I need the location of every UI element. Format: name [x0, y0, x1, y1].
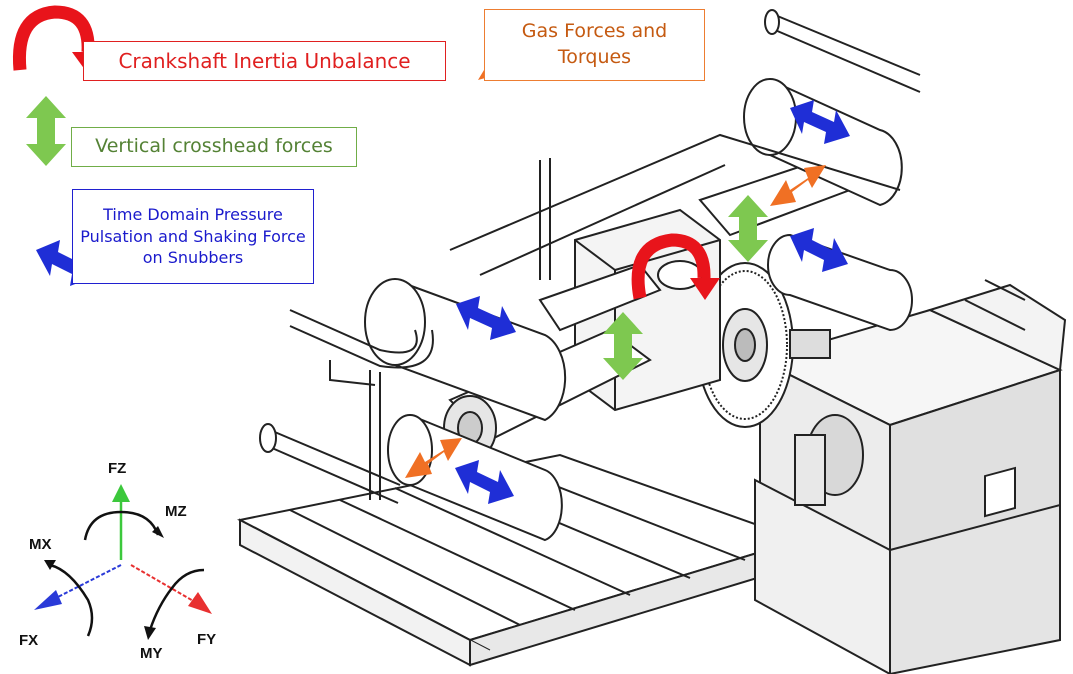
legend-gas-forces-text: Gas Forces and Torques: [521, 20, 668, 68]
pulsation-arrow-4: [455, 460, 514, 504]
pulsation-arrow-2: [790, 100, 850, 144]
legend-vertical-crosshead-text: Vertical crosshead forces: [95, 135, 333, 158]
vertical-crosshead-arrow-2: [728, 195, 768, 262]
axis-label-mx: MX: [29, 536, 52, 553]
axis-label-fy: FY: [197, 631, 217, 648]
legend-crankshaft-text: Crankshaft Inertia Unbalance: [118, 48, 411, 73]
legend-gas-forces: Gas Forces and Torques: [484, 9, 705, 81]
coordinate-triad: [34, 484, 212, 640]
gas-forces-arrow-1: [770, 165, 826, 206]
legend-crankshaft: Crankshaft Inertia Unbalance: [83, 41, 446, 81]
axis-label-fx: FX: [19, 632, 39, 649]
vertical-crosshead-arrow-legend: [26, 96, 66, 166]
legend-vertical-crosshead: Vertical crosshead forces: [71, 127, 357, 167]
motor-housing: [754, 283, 1067, 674]
pulsation-arrow-3: [790, 228, 848, 272]
crankshaft-inertia-arrow-flywheel: [631, 233, 720, 300]
axis-label-my: MY: [140, 645, 163, 662]
axis-label-fz: FZ: [108, 460, 127, 477]
piping: [259, 9, 1026, 504]
vertical-crosshead-arrow-1: [603, 312, 643, 380]
skid-base: [237, 453, 804, 667]
pulsation-arrow-1: [456, 296, 516, 340]
gas-forces-arrow-2: [405, 438, 462, 478]
legend-pulsation-text: Time Domain Pressure Pulsation and Shaki…: [80, 205, 306, 268]
legend-pulsation: Time Domain Pressure Pulsation and Shaki…: [72, 189, 314, 284]
axis-label-mz: MZ: [165, 503, 187, 520]
